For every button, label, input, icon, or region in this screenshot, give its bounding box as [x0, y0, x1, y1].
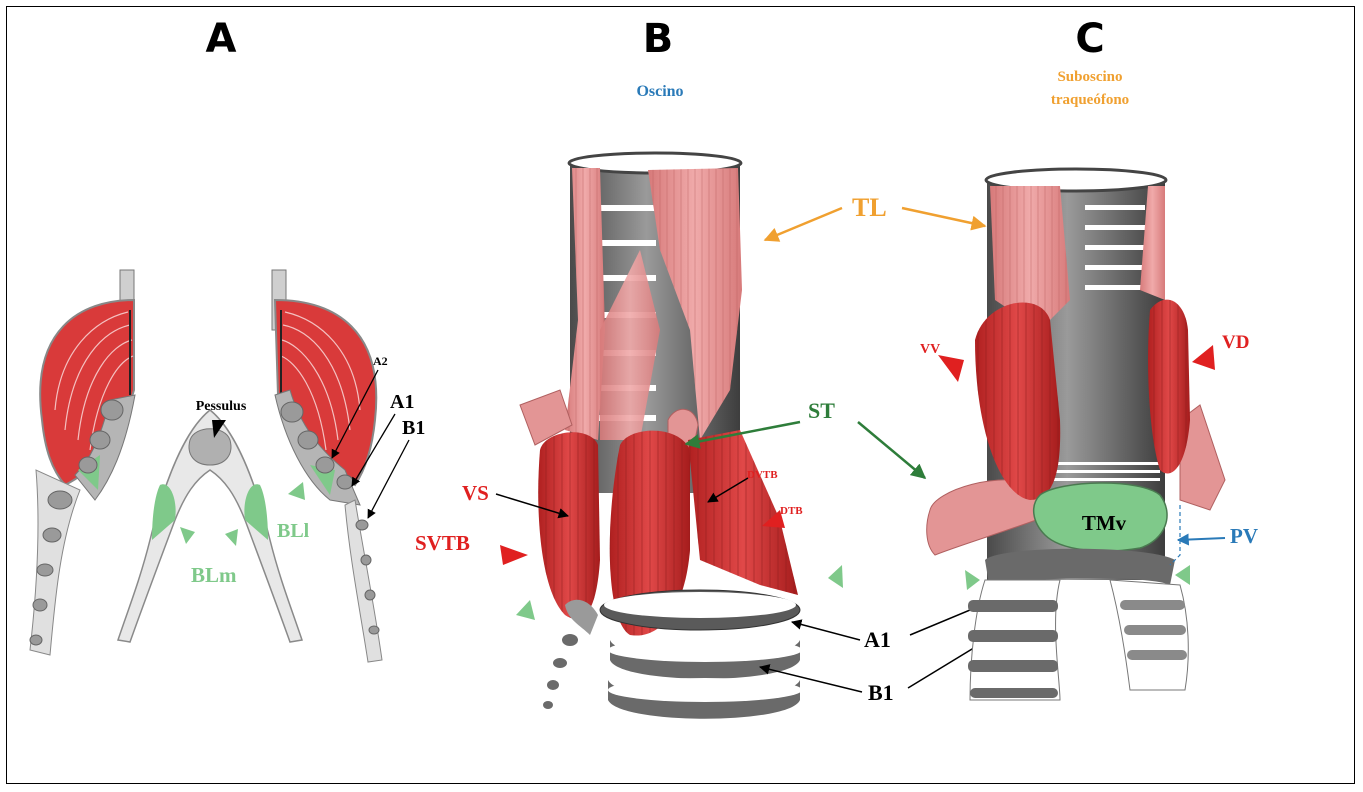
arrow-tl-to-c — [902, 208, 985, 226]
label-dtb: DTB — [780, 505, 803, 517]
arrow-tl-to-b — [765, 208, 842, 240]
vv-arrowhead — [938, 355, 964, 382]
panel-c-letter: C — [1075, 16, 1104, 62]
label-pv: PV — [1230, 524, 1258, 548]
label-a1-panel-a: A1 — [390, 391, 414, 413]
label-svtb: SVTB — [415, 531, 470, 555]
label-tmv: TMv — [1082, 511, 1127, 535]
panel-b: B Oscino — [415, 16, 1035, 719]
label-vs: VS — [462, 481, 489, 505]
green-arrowhead-c-left — [965, 570, 980, 590]
label-dvtb: DVTB — [747, 469, 778, 481]
label-tl: TL — [852, 193, 887, 222]
svtb-arrowhead — [500, 545, 528, 565]
blm-arrowhead-left — [180, 527, 195, 544]
blm-arrowhead-right — [225, 529, 238, 546]
panel-c-subtitle-line2: traqueófono — [1051, 92, 1129, 108]
bll-arrowhead — [288, 482, 305, 500]
pv-dashed-outline — [1170, 505, 1180, 565]
label-b1-panel-a: B1 — [402, 417, 425, 439]
panel-b-bronchi — [543, 590, 802, 719]
panel-a-letter: A — [206, 16, 237, 62]
panel-c-subtitle-line1: Suboscino — [1057, 69, 1122, 85]
label-vd: VD — [1222, 332, 1249, 353]
arrow-pv — [1178, 538, 1225, 540]
vd-arrowhead — [1192, 345, 1215, 370]
panel-a: A — [30, 16, 425, 662]
green-arrowhead-b-left — [516, 600, 535, 620]
label-a1-panel-b: A1 — [864, 627, 891, 652]
label-vv: VV — [920, 342, 940, 357]
panel-c: C Suboscino traqueófono — [920, 16, 1258, 700]
panel-b-letter: B — [643, 16, 674, 62]
panel-c-membrane: TMv — [1034, 483, 1167, 551]
green-arrowhead-b-right — [828, 565, 843, 588]
label-bll: BLl — [277, 520, 310, 542]
label-st: ST — [808, 398, 835, 423]
panel-a-pessulus-region — [118, 410, 302, 642]
green-arrowhead-c-right — [1175, 565, 1190, 585]
arrow-a1-to-b — [792, 622, 860, 640]
label-pessulus: Pessulus — [196, 399, 247, 414]
label-b1-panel-b: B1 — [868, 680, 894, 705]
panel-b-subtitle: Oscino — [636, 83, 683, 100]
arrow-st-to-c — [858, 422, 925, 478]
arrow-b1-panel-a — [368, 440, 409, 518]
label-blm: BLm — [191, 563, 237, 587]
label-a2: A2 — [373, 354, 388, 368]
panel-a-left-half — [30, 270, 135, 655]
panel-c-bronchi — [968, 549, 1188, 700]
